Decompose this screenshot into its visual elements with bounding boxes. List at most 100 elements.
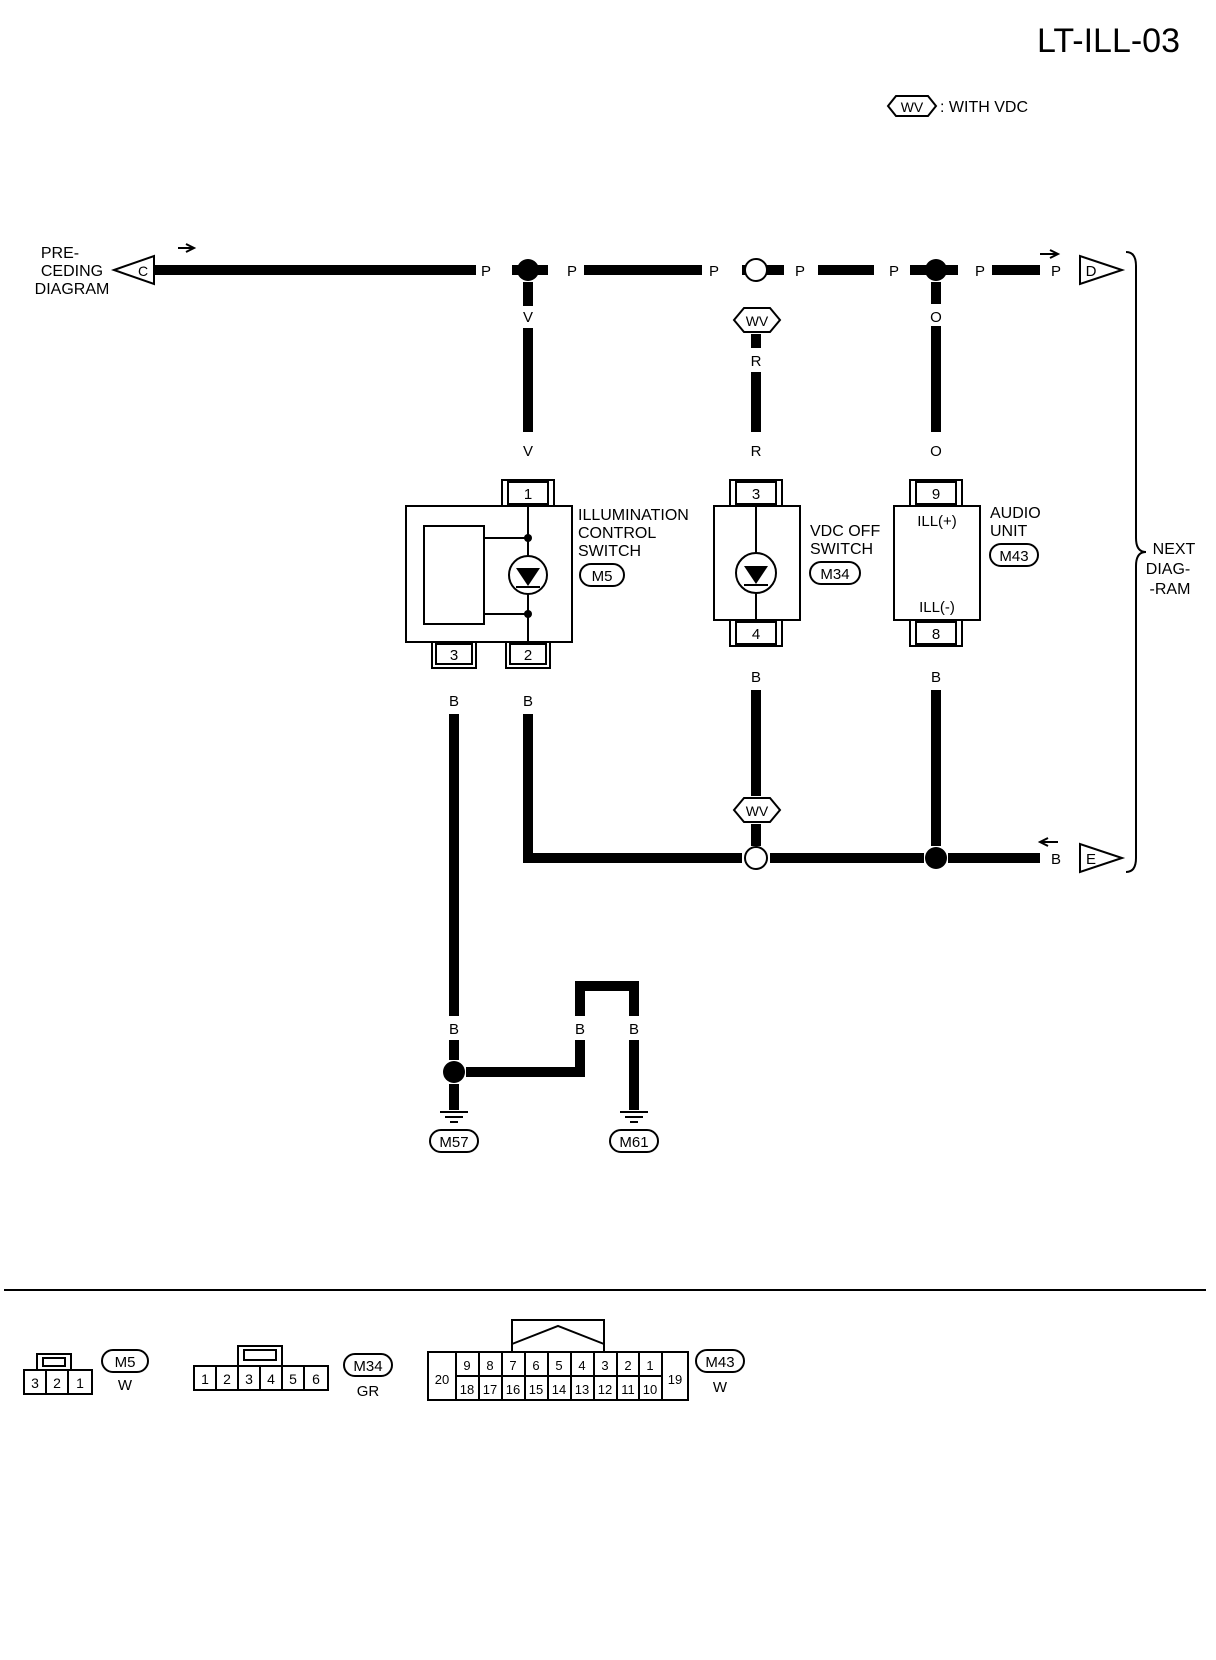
connector-m5-pin: 3: [31, 1375, 39, 1391]
connector-m43-pin: 2: [624, 1358, 631, 1373]
connector-m5-color: W: [118, 1377, 133, 1394]
diode-icon: [516, 568, 540, 586]
flow-arrow-icon: [1040, 249, 1061, 259]
ill-switch-rheostat: [423, 525, 485, 625]
vdc-pin-3: 3: [752, 486, 760, 503]
connector-m5-pin: 1: [76, 1375, 84, 1391]
pin-8-box: [915, 621, 957, 645]
ground-tag-m57: M57: [439, 1134, 468, 1151]
connector-m43-pin: 12: [598, 1382, 612, 1397]
connector-e-label: E: [1086, 851, 1096, 868]
connector-m5-tag: M5: [115, 1354, 136, 1371]
preceding-diagram: PRE- CEDING DIAGRAM C: [35, 243, 197, 298]
audio-unit: 9 ILL(+) ILL(-) 8 AUDIO UNIT M43: [893, 479, 1041, 647]
splice-3: [925, 259, 947, 281]
ground-tag-m61-shape: [609, 1129, 659, 1153]
prev-label-1: PRE-: [41, 245, 79, 262]
connector-m43-pin: 18: [460, 1382, 474, 1397]
next-label-2: DIAG-: [1146, 561, 1190, 578]
connector-d-shape: [1079, 254, 1126, 286]
connector-m34-pin: 1: [201, 1371, 209, 1387]
connector-m43-tag-shape: [695, 1349, 745, 1373]
splice-ground: [443, 1061, 465, 1083]
connector-latch-inner: [42, 1357, 66, 1367]
wire-color-p: P: [889, 263, 899, 280]
pin-3: 3: [450, 647, 458, 664]
audio-pin-9: 9: [932, 486, 940, 503]
wire-color-p: P: [795, 263, 805, 280]
flow-arrow-icon: [1037, 837, 1058, 847]
connector-m34-pin-cell: [303, 1365, 329, 1391]
pin-3-bracket: [431, 642, 477, 669]
ground-tag-m61: M61: [619, 1134, 648, 1151]
wire-color-b: B: [449, 693, 459, 710]
connector-tag-m34-shape: [809, 561, 861, 585]
connector-view-m5: 3 2 1 M5 W: [23, 1349, 149, 1395]
connector-m43-pin: 7: [509, 1358, 516, 1373]
vdc-off-switch: 3 4 VDC OFF SWITCH M34: [713, 479, 880, 647]
splice-1: [517, 259, 539, 281]
connector-e-shape: [1079, 842, 1126, 874]
connector-m34-tag-shape: [343, 1353, 393, 1377]
connector-m43-pin: 8: [486, 1358, 493, 1373]
wire-color-b: B: [449, 1021, 459, 1038]
connector-m43-pin: 1: [646, 1358, 653, 1373]
audio-label-1: AUDIO: [990, 505, 1041, 522]
connector-m34-pin: 6: [312, 1371, 320, 1387]
next-label-3: -RAM: [1150, 581, 1191, 598]
ground-m57: M57: [429, 1111, 479, 1153]
connector-m43-tag: M43: [705, 1354, 734, 1371]
prev-label-2: CEDING: [41, 263, 103, 280]
audio-ill-plus: ILL(+): [917, 513, 957, 530]
connector-m43-end-cell: [661, 1351, 689, 1401]
legend: WV : WITH VDC: [886, 95, 1028, 117]
pin-2-box: [509, 643, 547, 665]
connector-tag-m43-shape: [989, 543, 1039, 567]
pin-9-box: [915, 481, 957, 505]
connector-m43-color: W: [713, 1379, 728, 1396]
pin-3-bracket: [729, 479, 783, 506]
connector-m43-pin: 19: [668, 1372, 682, 1387]
splice-2-optional: [744, 258, 768, 282]
page-title: LT-ILL-03: [1037, 22, 1180, 60]
splice-4-optional: [744, 846, 768, 870]
pin-3-box: [435, 643, 473, 665]
connector-m43-pin: 14: [552, 1382, 566, 1397]
ill-internal-junction: [524, 610, 532, 618]
pin-4-box: [735, 621, 777, 645]
pin-1-bracket: [501, 479, 555, 506]
optional-tag: WV: [746, 803, 769, 819]
wire-color-b: B: [629, 1021, 639, 1038]
ill-switch-label-3: SWITCH: [578, 543, 641, 560]
pin-1-box: [507, 481, 549, 505]
pin-9-bracket: [909, 479, 963, 506]
pin-4-bracket: [729, 620, 783, 647]
connector-m43-pin: 4: [578, 1358, 585, 1373]
wire-color-b: B: [751, 669, 761, 686]
connector-m43-pin: 20: [435, 1372, 449, 1387]
connector-m43-pin: 6: [532, 1358, 539, 1373]
connector-m43-pin: 16: [506, 1382, 520, 1397]
connector-m34-pin: 4: [267, 1371, 275, 1387]
wire-color-p: P: [709, 263, 719, 280]
flow-arrow-icon: [178, 243, 197, 253]
wire-color-p: P: [1051, 263, 1061, 280]
connector-m43-pin: 9: [463, 1358, 470, 1373]
splice-5: [925, 847, 947, 869]
audio-unit-body: [893, 505, 981, 621]
vdc-pin-4: 4: [752, 626, 760, 643]
wire-color-o: O: [930, 309, 942, 326]
connector-m5-tag-shape: [101, 1349, 149, 1373]
vdc-switch-label-2: SWITCH: [810, 541, 873, 558]
wire-color-b: B: [1051, 851, 1061, 868]
next-diagram-brace: [1125, 251, 1147, 873]
connector-tag-m5: M5: [592, 568, 613, 585]
wire-color-p: P: [567, 263, 577, 280]
connector-latch: [511, 1319, 605, 1353]
connector-view-m43: 20 19 9 8 7 6 5 4 3 2 1 18 17 16 15 14: [427, 1319, 745, 1401]
connector-m43-pin: 10: [643, 1382, 657, 1397]
diode-icon: [744, 566, 768, 584]
wire-color-v: V: [523, 443, 533, 460]
prev-label-3: DIAGRAM: [35, 281, 110, 298]
connector-view-m34: 1 2 3 4 5 6 M34 GR: [193, 1345, 393, 1400]
